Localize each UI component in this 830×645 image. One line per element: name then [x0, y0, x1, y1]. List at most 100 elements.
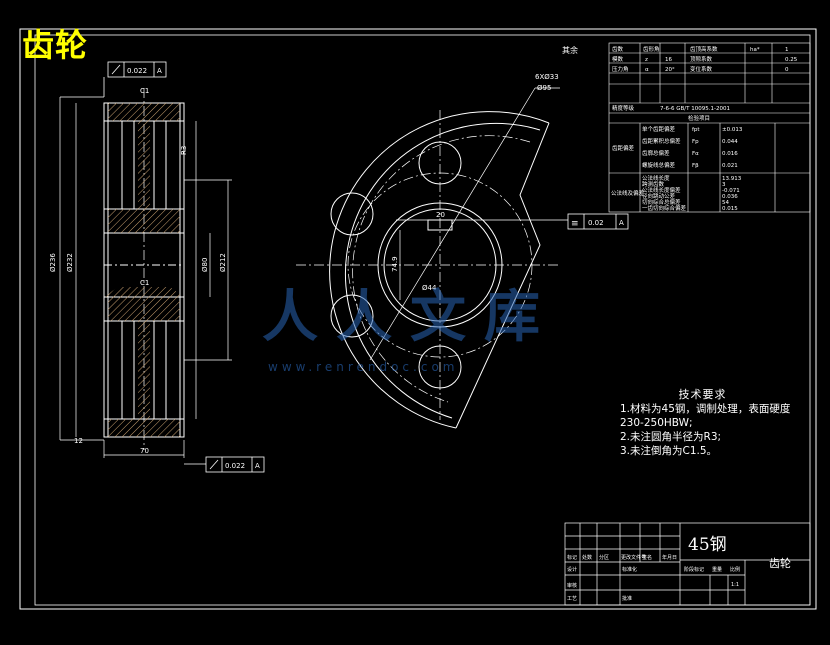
dim-key-width: 20 — [436, 211, 445, 219]
svg-text:切向综合总偏差: 切向综合总偏差 — [642, 198, 681, 206]
svg-text:检验项目: 检验项目 — [688, 114, 710, 122]
tolerance-frame-top — [103, 61, 167, 97]
tol-bottom-datum: A — [255, 462, 260, 470]
svg-text:顶隙系数: 顶隙系数 — [690, 55, 713, 63]
dim-face-width: 70 — [140, 447, 149, 455]
dim-bottom-note: 12 — [74, 437, 83, 445]
svg-text:齿距累积总偏差: 齿距累积总偏差 — [642, 137, 681, 145]
dim-key-depth: 74.9 — [391, 256, 399, 272]
svg-text:3: 3 — [722, 182, 726, 188]
svg-text:ha*: ha* — [750, 47, 760, 53]
dim-outer: Ø236 — [49, 253, 57, 272]
tol-sym-datum: A — [619, 219, 624, 227]
svg-text:1: 1 — [785, 47, 789, 53]
page-title: 齿轮 — [22, 26, 89, 64]
svg-text:16: 16 — [665, 57, 672, 63]
svg-text:0.021: 0.021 — [722, 163, 738, 169]
tech-line: 3.未注倒角为C1.5。 — [620, 445, 718, 457]
svg-text:分区: 分区 — [599, 554, 609, 561]
svg-text:fpt: fpt — [692, 127, 700, 133]
svg-text:签名: 签名 — [642, 554, 652, 561]
tolerance-frame-sym — [484, 213, 629, 230]
tol-sym-symbol: ≡ — [571, 219, 579, 229]
svg-text:z: z — [645, 57, 648, 63]
svg-text:齿廓总偏差: 齿廓总偏差 — [642, 149, 670, 157]
svg-text:54: 54 — [722, 200, 729, 206]
svg-text:审核: 审核 — [567, 582, 577, 589]
svg-text:比例: 比例 — [730, 566, 740, 573]
svg-text:7-6-6 GB/T 10095.1-2001: 7-6-6 GB/T 10095.1-2001 — [660, 106, 730, 112]
dim-hub-hole: Ø44 — [422, 284, 437, 292]
svg-text:α: α — [645, 67, 649, 73]
tol-bottom-value: 0.022 — [225, 462, 245, 470]
svg-text:阶段标记: 阶段标记 — [684, 566, 704, 573]
svg-text:公法线长度偏差: 公法线长度偏差 — [642, 186, 681, 194]
svg-text:0.016: 0.016 — [722, 151, 738, 157]
svg-text:0.036: 0.036 — [722, 194, 738, 200]
svg-text:0: 0 — [785, 67, 789, 73]
svg-text:1:1: 1:1 — [731, 582, 739, 588]
svg-text:设计: 设计 — [567, 566, 577, 573]
svg-text:模数: 模数 — [612, 55, 624, 63]
dim-web: Ø80 — [201, 258, 209, 272]
watermark: 人人文库 — [262, 284, 558, 350]
part-name: 齿轮 — [769, 557, 791, 570]
svg-text:0.044: 0.044 — [722, 139, 738, 145]
svg-text:压力角: 压力角 — [612, 65, 629, 73]
svg-text:0.25: 0.25 — [785, 57, 798, 63]
svg-text:-0.071: -0.071 — [722, 188, 740, 194]
svg-text:Fp: Fp — [692, 139, 699, 145]
svg-text:标记: 标记 — [567, 554, 577, 561]
svg-text:处数: 处数 — [582, 554, 592, 561]
tech-line: 2.未注圆角半径为R3; — [620, 431, 722, 443]
svg-text:公法线长度: 公法线长度 — [642, 174, 670, 182]
svg-text:齿形角: 齿形角 — [643, 45, 660, 53]
svg-text:精度等级: 精度等级 — [612, 104, 635, 112]
material-label: 45钢 — [688, 535, 727, 555]
svg-text:单个齿距偏差: 单个齿距偏差 — [642, 125, 676, 133]
svg-text:Fβ: Fβ — [692, 163, 699, 169]
tolerance-frame-bottom — [184, 456, 265, 473]
dim-tip: Ø232 — [66, 253, 74, 272]
other-roughness-note: 其余 — [562, 46, 578, 55]
svg-text:±0.013: ±0.013 — [722, 127, 743, 133]
svg-text:年月日: 年月日 — [662, 554, 677, 561]
inner-border — [34, 34, 811, 606]
dim-chamfer-mid: C1 — [140, 279, 149, 287]
svg-text:20°: 20° — [665, 67, 675, 73]
watermark-url: www.renrendoc.com — [268, 360, 459, 374]
tol-sym-value: 0.02 — [588, 219, 604, 227]
param-rows: 齿数 齿形角 齿顶高系数 ha* 1 模数 z 16 顶隙系数 0.25 压力角… — [611, 45, 798, 212]
dim-pcd: Ø95 — [537, 84, 551, 92]
dim-chamfer-top: C1 — [140, 87, 149, 95]
svg-text:齿距偏差: 齿距偏差 — [612, 144, 635, 152]
svg-text:跨测齿数: 跨测齿数 — [642, 180, 665, 188]
title-block — [564, 522, 811, 606]
svg-text:0.015: 0.015 — [722, 206, 738, 212]
svg-text:公法线及偏差: 公法线及偏差 — [611, 189, 645, 197]
svg-text:齿数: 齿数 — [612, 45, 624, 53]
svg-text:13.913: 13.913 — [722, 176, 742, 182]
svg-text:径向跳动公差: 径向跳动公差 — [642, 192, 676, 200]
svg-text:标准化: 标准化 — [622, 566, 637, 573]
tech-line: 230-250HBW; — [620, 417, 693, 429]
gear-front-view — [296, 87, 560, 429]
tol-top-datum: A — [157, 67, 162, 75]
svg-text:变位系数: 变位系数 — [690, 65, 713, 73]
param-table — [608, 42, 811, 213]
title-block-labels: 标记 处数 分区 更改文件号 签名 年月日 设计 标准化 阶段标记 重量 比例 … — [567, 554, 740, 602]
dim-rim: Ø212 — [219, 253, 227, 272]
dim-holes: 6XØ33 — [535, 73, 559, 81]
svg-text:重量: 重量 — [712, 566, 722, 573]
dim-radius: R3 — [180, 146, 188, 155]
tech-line: 1.材料为45钢，调制处理，表面硬度 — [620, 403, 791, 415]
tech-requirements: 技术要求 1.材料为45钢，调制处理，表面硬度 230-250HBW; 2.未注… — [620, 388, 790, 458]
svg-text:工艺: 工艺 — [567, 596, 577, 602]
svg-text:批准: 批准 — [622, 595, 632, 602]
left-dimensions — [59, 96, 232, 458]
svg-text:一齿切向综合偏差: 一齿切向综合偏差 — [642, 204, 687, 212]
svg-text:齿顶高系数: 齿顶高系数 — [690, 45, 718, 53]
svg-text:更改文件号: 更改文件号 — [621, 554, 646, 561]
tol-top-value: 0.022 — [127, 67, 147, 75]
